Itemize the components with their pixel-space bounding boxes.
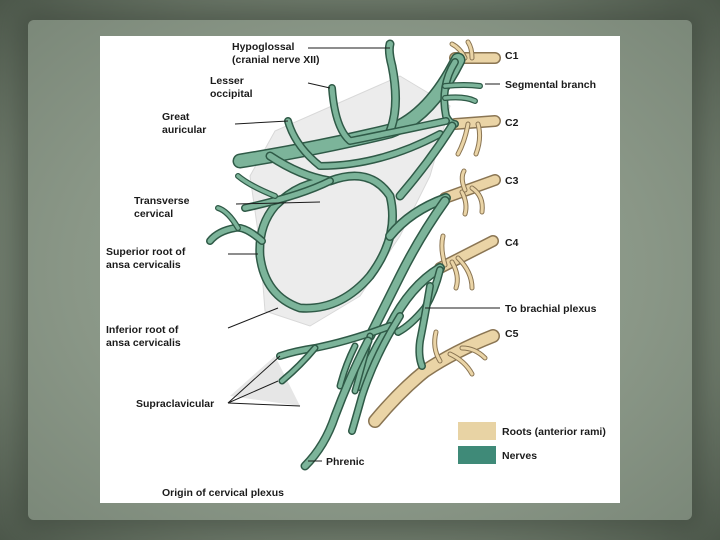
label-lesser-sub: occipital <box>210 88 253 100</box>
nerves-group <box>206 39 483 471</box>
diagram-slide: Hypoglossal (cranial nerve XII) Lesser o… <box>100 36 620 503</box>
label-segmental-branch: Segmental branch <box>505 79 596 91</box>
label-superior-root-sub: ansa cervicalis <box>106 259 181 271</box>
root-c3 <box>439 168 501 217</box>
label-phrenic: Phrenic <box>326 456 365 468</box>
label-inferior-root: Inferior root of <box>106 324 179 336</box>
label-c2: C2 <box>505 117 519 129</box>
label-lesser: Lesser <box>210 75 244 87</box>
label-c4: C4 <box>505 237 519 249</box>
label-c3: C3 <box>505 175 519 187</box>
roots-group <box>368 39 501 428</box>
root-c5 <box>368 329 500 428</box>
root-c2 <box>449 115 501 157</box>
label-great: Great <box>162 111 190 123</box>
leader-lines <box>227 47 500 462</box>
label-to-brachial-plexus: To brachial plexus <box>505 303 597 315</box>
label-c1: C1 <box>505 50 519 62</box>
label-inferior-root-sub: ansa cervicalis <box>106 337 181 349</box>
cervical-plexus-diagram: Hypoglossal (cranial nerve XII) Lesser o… <box>106 39 606 499</box>
root-c4 <box>434 233 499 291</box>
legend-label-roots: Roots (anterior rami) <box>502 426 606 438</box>
diagram-caption: Origin of cervical plexus <box>162 487 284 499</box>
supraclavicular-region <box>230 356 300 406</box>
label-supraclavicular: Supraclavicular <box>136 398 214 410</box>
legend-label-nerves: Nerves <box>502 450 537 462</box>
legend-swatch-nerves <box>458 446 496 464</box>
legend-swatch-roots <box>458 422 496 440</box>
legend: Roots (anterior rami) Nerves <box>458 422 606 464</box>
label-hypoglossal-sub: (cranial nerve XII) <box>232 54 320 66</box>
label-c5: C5 <box>505 328 519 340</box>
label-great-sub: auricular <box>162 124 206 136</box>
label-hypoglossal: Hypoglossal <box>232 41 295 53</box>
label-transverse: Transverse <box>134 195 190 207</box>
label-transverse-sub: cervical <box>134 208 173 220</box>
label-superior-root: Superior root of <box>106 246 186 258</box>
